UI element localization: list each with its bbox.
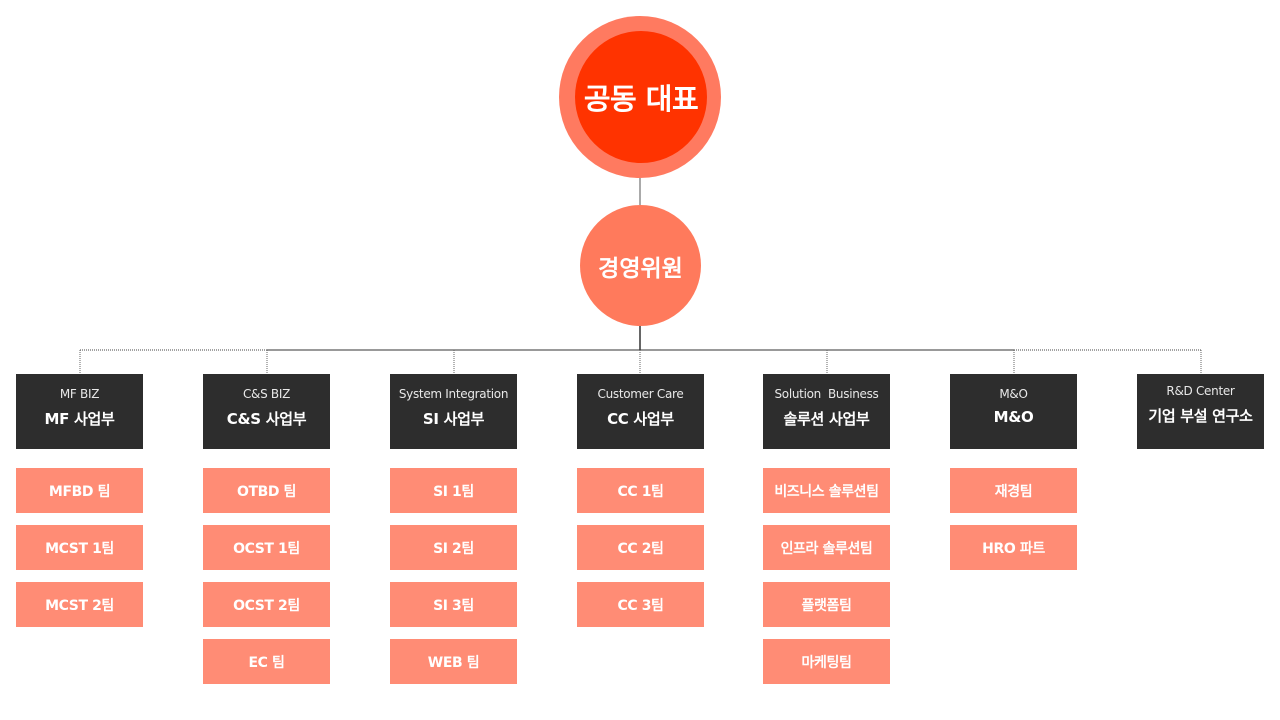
team-box: SI 3팀 xyxy=(390,582,517,627)
team-box: 마케팅팀 xyxy=(763,639,890,684)
ceo-node: 공동 대표 xyxy=(575,31,707,163)
dept-cs: C&S BIZ C&S 사업부 xyxy=(203,374,330,449)
team-label: 재경팀 xyxy=(994,483,1033,500)
dept-name: C&S 사업부 xyxy=(226,410,307,428)
team-box: CC 1팀 xyxy=(577,468,704,513)
dept-name: 솔루션 사업부 xyxy=(783,410,870,428)
dept-subtitle: MF BIZ xyxy=(59,387,100,401)
dept-name: M&O xyxy=(993,408,1034,426)
team-box: CC 3팀 xyxy=(577,582,704,627)
dept-si: System Integration SI 사업부 xyxy=(390,374,517,449)
team-label: 마케팅팀 xyxy=(801,654,852,671)
team-box: MCST 1팀 xyxy=(16,525,143,570)
dept-solution: Solution Business 솔루션 사업부 xyxy=(763,374,890,449)
team-box: WEB 팀 xyxy=(390,639,517,684)
team-label: HRO 파트 xyxy=(982,540,1045,557)
dept-subtitle: System Integration xyxy=(398,387,509,401)
team-box: EC 팀 xyxy=(203,639,330,684)
dept-mo: M&O M&O xyxy=(950,374,1077,449)
committee-node: 경영위원 xyxy=(580,205,701,326)
team-box: 비즈니스 솔루션팀 xyxy=(763,468,890,513)
team-label: SI 3팀 xyxy=(433,597,474,614)
team-box: OTBD 팀 xyxy=(203,468,330,513)
dept-name: 기업 부설 연구소 xyxy=(1148,407,1253,425)
team-box: MFBD 팀 xyxy=(16,468,143,513)
team-label: 인프라 솔루션팀 xyxy=(780,540,873,557)
team-label: MCST 1팀 xyxy=(45,540,114,557)
team-label: MCST 2팀 xyxy=(45,597,114,614)
committee-label: 경영위원 xyxy=(598,255,683,282)
team-label: SI 2팀 xyxy=(433,540,474,557)
team-box: CC 2팀 xyxy=(577,525,704,570)
team-label: CC 3팀 xyxy=(617,597,664,614)
ceo-label: 공동 대표 xyxy=(583,82,699,116)
team-box: OCST 2팀 xyxy=(203,582,330,627)
team-box: OCST 1팀 xyxy=(203,525,330,570)
team-box: 인프라 솔루션팀 xyxy=(763,525,890,570)
dept-mf: MF BIZ MF 사업부 xyxy=(16,374,143,449)
team-label: 플랫폼팀 xyxy=(801,597,852,614)
team-label: MFBD 팀 xyxy=(48,483,111,500)
team-box: 플랫폼팀 xyxy=(763,582,890,627)
dept-subtitle: Solution Business xyxy=(774,387,879,401)
team-label: OTBD 팀 xyxy=(236,483,297,500)
dept-subtitle: R&D Center xyxy=(1166,384,1235,398)
team-label: OCST 2팀 xyxy=(233,597,300,614)
team-label: EC 팀 xyxy=(248,654,285,671)
dept-cc: Customer Care CC 사업부 xyxy=(577,374,704,449)
team-label: CC 2팀 xyxy=(617,540,664,557)
dept-subtitle: M&O xyxy=(999,387,1028,401)
dept-name: SI 사업부 xyxy=(422,410,485,428)
team-box: SI 1팀 xyxy=(390,468,517,513)
team-box: MCST 2팀 xyxy=(16,582,143,627)
team-label: OCST 1팀 xyxy=(233,540,300,557)
dept-rnd: R&D Center 기업 부설 연구소 xyxy=(1137,374,1264,449)
team-label: CC 1팀 xyxy=(617,483,664,500)
team-box: SI 2팀 xyxy=(390,525,517,570)
team-label: 비즈니스 솔루션팀 xyxy=(774,483,879,500)
team-label: SI 1팀 xyxy=(433,483,474,500)
dept-name: MF 사업부 xyxy=(44,410,115,428)
dept-subtitle: Customer Care xyxy=(597,387,684,401)
dept-name: CC 사업부 xyxy=(607,410,674,428)
dept-subtitle: C&S BIZ xyxy=(242,387,291,401)
team-box: HRO 파트 xyxy=(950,525,1077,570)
team-box: 재경팀 xyxy=(950,468,1077,513)
team-label: WEB 팀 xyxy=(427,654,480,671)
